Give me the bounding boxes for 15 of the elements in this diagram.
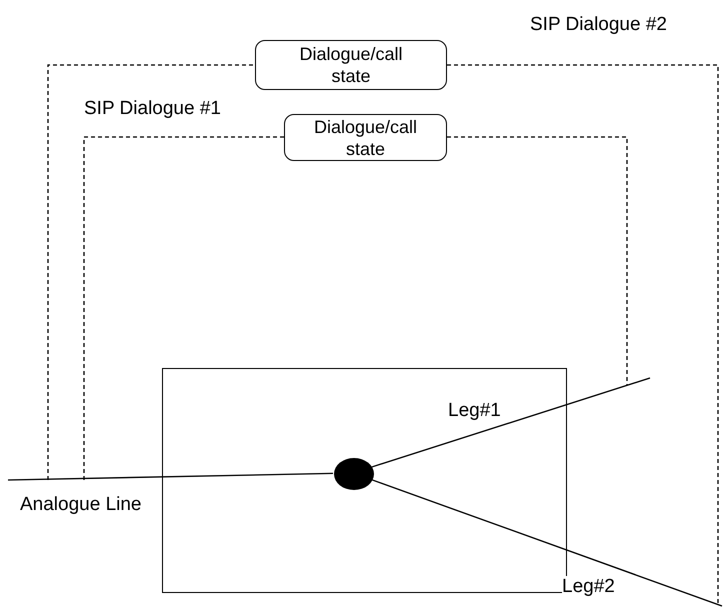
line xyxy=(8,472,334,481)
junction-dot xyxy=(334,458,374,490)
edge-label: Leg#1 xyxy=(448,400,501,422)
dashed-line xyxy=(447,136,628,385)
state-box: Dialogue/call state xyxy=(284,114,447,161)
line xyxy=(371,478,722,607)
edge-label: Leg#2 xyxy=(562,576,615,598)
state-box: Dialogue/call state xyxy=(255,40,447,90)
line xyxy=(371,377,650,468)
edge-label: Analogue Line xyxy=(20,494,142,516)
dashed-line xyxy=(47,64,255,480)
dashed-line xyxy=(447,64,719,604)
edge-label: SIP Dialogue #1 xyxy=(84,98,221,120)
dashed-line xyxy=(83,136,284,480)
edge-label: SIP Dialogue #2 xyxy=(530,14,667,36)
